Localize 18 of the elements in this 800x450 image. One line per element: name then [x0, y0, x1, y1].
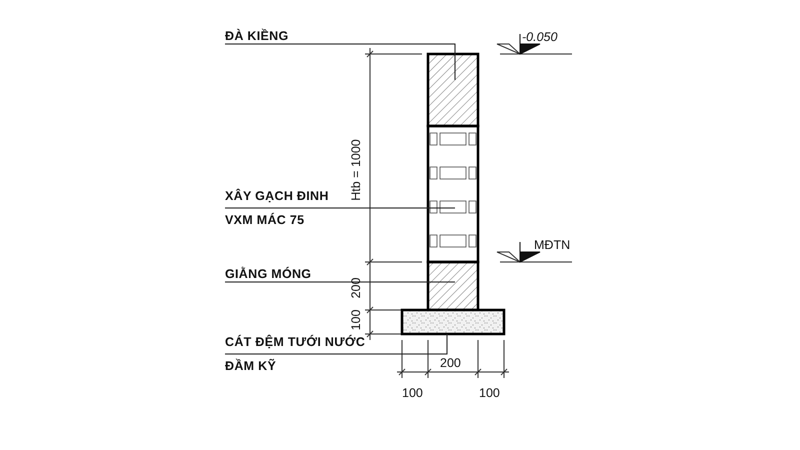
part-label: GIẰNG MÓNG	[225, 266, 312, 282]
part-label: CÁT ĐỆM TƯỚI NƯỚC ĐẦM KỸ	[225, 334, 366, 375]
dimension-label: 100	[349, 310, 363, 330]
dimension-label: 200	[349, 278, 363, 298]
tie-beam-section	[426, 260, 480, 312]
leader-line	[224, 44, 456, 80]
dimension-label: 200	[440, 356, 461, 370]
level-label: MĐTN	[534, 238, 570, 252]
level-label: -0.050	[522, 30, 558, 44]
brick-wall-section	[426, 124, 480, 264]
sand-pad-section	[400, 308, 506, 336]
dimension-label: 100	[402, 386, 423, 400]
beam-section	[426, 52, 480, 128]
leader-line	[224, 334, 448, 354]
dimension-label: Htb = 1000	[349, 139, 363, 201]
part-label: ĐÀ KIỀNG	[225, 28, 290, 44]
dimension-label: 100	[479, 386, 500, 400]
part-label: XÂY GẠCH ĐINH VXM MÁC 75	[225, 188, 330, 229]
